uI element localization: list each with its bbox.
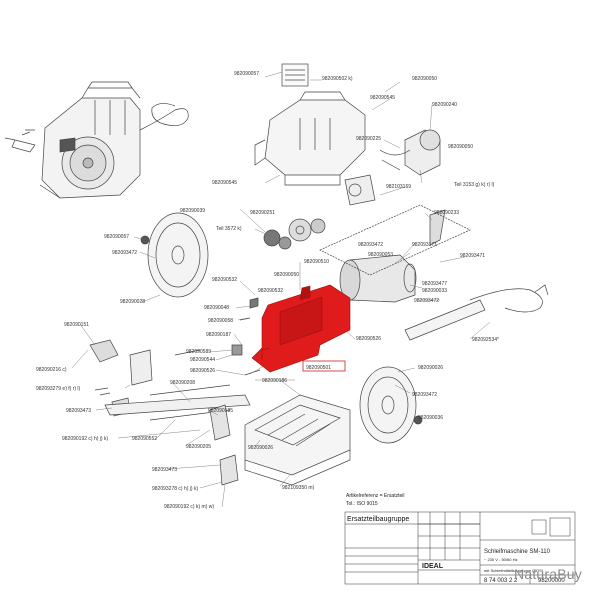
tolerance-note: Tol.: ISO 9015 [346, 501, 378, 507]
frame-rails [319, 204, 549, 341]
assembly-note: mit Schleifmittelbaugruppe (SDS) [484, 568, 544, 573]
part-label: 982092534* [472, 337, 499, 343]
title-block-text: Artikelreferenz = Ersatzteil Tol.: ISO 9… [346, 493, 565, 584]
article-number: 8 74 003 2 2 [484, 578, 518, 584]
part-label: 982090036 [418, 415, 443, 421]
part-label: 982090208 [170, 380, 195, 386]
part-label: 982090192 c) h) j) k) [62, 436, 108, 442]
part-label: 982090545 [212, 180, 237, 186]
drawing-number: 98200000 [538, 578, 565, 584]
leader-lines [71, 71, 491, 508]
part-label: 982090050 [274, 272, 299, 278]
part-labels: 982090057 982090502 k) 982090050 9820905… [36, 71, 499, 510]
gear-cluster [263, 218, 326, 250]
part-label: 982090192 c) k) m) w) [164, 504, 214, 510]
part-label: 982090057 [234, 71, 259, 77]
part-label: 982090058 [208, 318, 233, 324]
company-logo-text: IDEAL [422, 563, 444, 570]
part-label: 982093279 e) f) r) l) [36, 386, 81, 392]
part-label: 982090028 [120, 299, 145, 305]
part-label: 982090545 [370, 95, 395, 101]
watermark: NaturaBuy [514, 566, 582, 582]
part-label: 982093477 [422, 281, 447, 287]
part-label: 982090048 [204, 305, 229, 311]
part-label: 982090526 [190, 368, 215, 374]
collection-tray [244, 394, 351, 486]
part-label: 982090510 [304, 259, 329, 265]
part-label: 982090033 [422, 288, 447, 294]
part-label: 982090225 [356, 136, 381, 142]
part-label: 982090050 [448, 144, 473, 150]
part-label: 982090589 [186, 349, 211, 355]
title-block-heading: Ersatzteilbaugruppe [347, 516, 409, 523]
part-label: 982090186 [262, 378, 287, 384]
motor-shaft-assembly [344, 129, 441, 206]
part-label: 982090026 [248, 445, 273, 451]
part-label: 982090544 [190, 357, 215, 363]
part-label: 982093471 [460, 253, 485, 259]
title-block [344, 511, 576, 585]
part-label: Teil 3153 g) k) r) l) [454, 182, 495, 188]
part-label: 982090057 [104, 234, 129, 240]
part-label: 982090216 c) [36, 367, 67, 373]
part-label: 982093472 [112, 250, 137, 256]
part-label: 982090185 [208, 408, 233, 414]
part-label: 982090526 [356, 336, 381, 342]
part-label: 982090502 k) [322, 76, 353, 82]
right-wheel-guard [359, 366, 423, 444]
highlight-callout-box [302, 360, 346, 372]
part-label: 982090233 [434, 210, 459, 216]
part-label: 982093473 [152, 467, 177, 473]
part-label: 982093278 c) h) j) k) [152, 486, 198, 492]
part-label: 982090187 [206, 332, 231, 338]
part-label: 982093472 [414, 298, 439, 304]
part-label: 982093171 [412, 242, 437, 248]
part-label: 982090532 [212, 277, 237, 283]
part-label: 982103169 [386, 184, 411, 190]
part-label: 982090039 [180, 208, 205, 214]
top-cover-housing [254, 63, 366, 186]
part-label: 982109350 m) [282, 485, 315, 491]
part-label: 982090532 [258, 288, 283, 294]
part-label: Teil 3572 k) [216, 226, 242, 232]
left-wheel-guard [140, 212, 209, 298]
left-side-parts [89, 297, 261, 417]
part-label: 982090053 [368, 252, 393, 258]
highlighted-base-frame [251, 284, 351, 373]
part-label: 982093473 [66, 408, 91, 414]
voltage-spec: ~ 230 V - 50/60 Hz [484, 557, 517, 562]
part-label: 982090552 [132, 436, 157, 442]
highlighted-part-label: 982090501 [306, 365, 331, 371]
part-label: 982090151 [64, 322, 89, 328]
part-label: 982093472 [358, 242, 383, 248]
part-label: 982093472 [412, 392, 437, 398]
lower-shaft [104, 384, 251, 486]
article-reference: Artikelreferenz = Ersatzteil [346, 493, 405, 499]
assembled-machine-drawing [4, 81, 189, 199]
part-label: 982090026 [418, 365, 443, 371]
part-label: 982090240 [432, 102, 457, 108]
machine-name: Schleifmaschine SM-110 [484, 549, 551, 555]
part-label: 982090251 [250, 210, 275, 216]
part-label: 982090205 [186, 444, 211, 450]
part-label: 982090050 [412, 76, 437, 82]
